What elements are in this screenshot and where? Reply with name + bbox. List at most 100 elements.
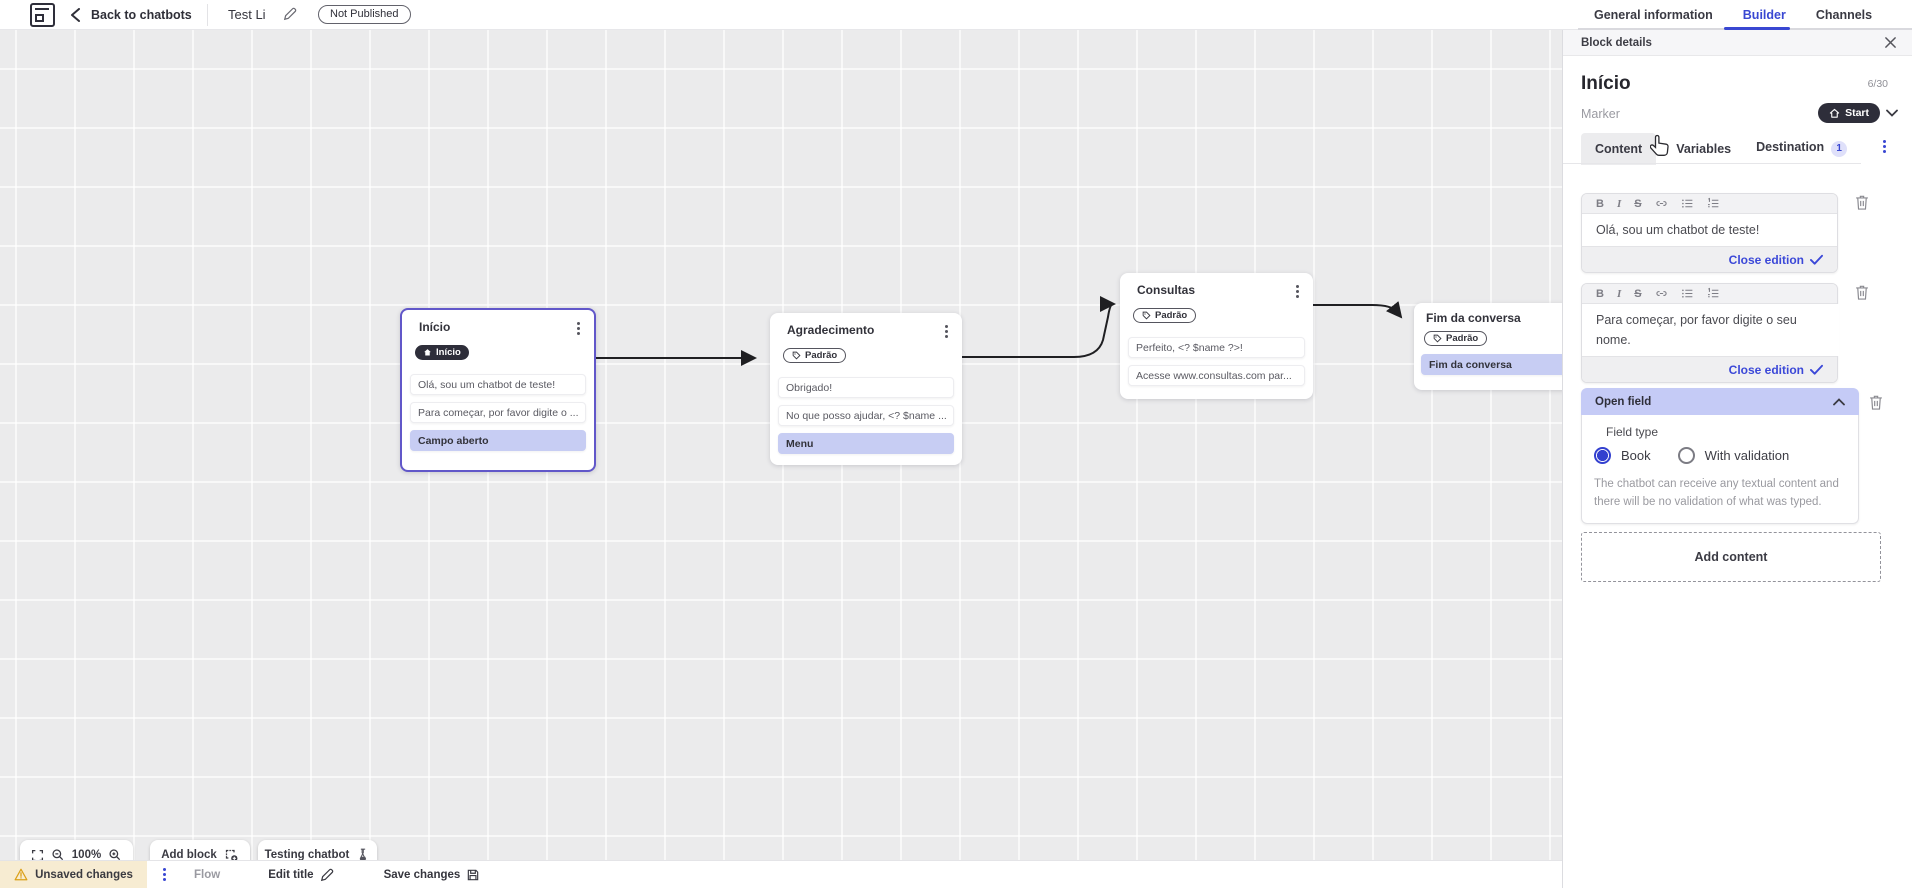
active-tab-underline [1724,27,1790,30]
flow-block-agradecimento[interactable]: Agradecimento Padrão Obrigado! No que po… [770,313,962,465]
name-char-counter: 6/30 [1867,78,1888,90]
italic-button[interactable]: I [1616,287,1622,300]
panel-tab-content[interactable]: Content [1581,132,1657,165]
block-content-item[interactable]: Perfeito, <? $name ?>! [1128,337,1305,358]
numbered-list-button[interactable] [1707,197,1720,210]
delete-content-icon[interactable] [1854,284,1870,301]
testing-chatbot-button[interactable]: Testing chatbot [258,840,377,860]
close-edition-button[interactable]: Close edition [1728,362,1804,377]
radio-book-label[interactable]: Book [1621,448,1651,463]
editor-toolbar: B I S [1582,284,1837,304]
radio-with-validation[interactable] [1677,447,1695,464]
flow-canvas[interactable]: Início Início Olá, sou um chatbot de tes… [0,30,1562,860]
numbered-list-button[interactable] [1707,287,1720,300]
edit-title-button[interactable]: Edit title [268,868,333,882]
strikethrough-button[interactable]: S [1634,287,1642,300]
block-end-item[interactable]: Fim da conversa [1421,354,1562,375]
delete-content-icon[interactable] [1854,194,1870,211]
open-field-header[interactable]: Open field [1581,388,1859,415]
close-panel-icon[interactable] [1884,36,1897,49]
radio-book[interactable] [1594,447,1611,464]
back-label: Back to chatbots [91,8,192,22]
fit-screen-icon[interactable] [31,849,44,860]
home-icon [1829,108,1840,118]
tag-pill: Padrão [1424,331,1488,346]
editor-text[interactable]: Para começar, por favor digite o seu nom… [1582,304,1839,356]
destination-count-badge: 1 [1831,141,1848,157]
tab-channels[interactable]: Channels [1815,7,1873,22]
block-title: Fim da conversa [1426,311,1521,325]
builder-nav-tabs: General information Builder Channels [1594,0,1872,29]
zoom-toolbar: 100% [20,840,133,860]
top-bar: Back to chatbots Test Li Not Published G… [0,0,1912,30]
chatbot-title: Test Li [228,7,266,22]
warning-icon [14,868,28,881]
block-content-item[interactable]: Olá, sou um chatbot de teste! [410,374,586,395]
tab-builder[interactable]: Builder [1742,7,1786,22]
bullet-list-button[interactable] [1681,197,1694,210]
bold-button[interactable]: B [1596,287,1604,300]
open-field-card: Open field Field type Book With validati… [1581,388,1859,524]
block-menu-item[interactable]: Menu [778,433,954,454]
editor-text[interactable]: Olá, sou um chatbot de teste! [1582,214,1837,246]
link-button[interactable] [1655,287,1668,300]
tab-general-information[interactable]: General information [1594,7,1713,22]
marker-label: Marker [1581,107,1620,121]
start-marker-pill: Início [415,345,469,360]
block-content-item[interactable]: Acesse www.consultas.com par... [1128,365,1305,386]
panel-tabs-menu-icon[interactable] [1883,140,1886,153]
close-edition-button[interactable]: Close edition [1728,252,1804,267]
flow-block-consultas[interactable]: Consultas Padrão Perfeito, <? $name ?>! … [1120,273,1313,399]
content-editor-2: B I S Para começar, por favor digite o s… [1581,283,1839,383]
add-block-label: Add block [161,849,217,860]
status-badge: Not Published [318,5,411,24]
panel-tabs-divider [1563,163,1861,164]
save-changes-button[interactable]: Save changes [384,868,481,882]
block-menu-icon[interactable] [941,323,952,340]
editor-toolbar: B I S [1582,194,1837,214]
add-block-icon [224,848,239,860]
block-menu-icon[interactable] [1292,283,1303,300]
block-title: Consultas [1137,283,1196,297]
chevron-down-icon[interactable] [1886,109,1898,117]
block-details-panel: Block details Início 6/30 Marker Start C… [1562,30,1912,888]
block-content-item[interactable]: No que posso ajudar, <? $name ... [778,405,954,426]
flow-block-fim-da-conversa[interactable]: Fim da conversa Padrão Fim da conversa [1414,303,1562,390]
radio-with-validation-label[interactable]: With validation [1704,448,1790,463]
content-editor-1: B I S Olá, sou um chatbot de teste! Clos… [1581,193,1838,273]
testing-chatbot-label: Testing chatbot [264,849,350,860]
bold-button[interactable]: B [1596,197,1604,210]
italic-button[interactable]: I [1616,197,1622,210]
zoom-out-icon[interactable] [51,848,65,860]
flow-block-inicio[interactable]: Início Início Olá, sou um chatbot de tes… [400,308,596,472]
pencil-icon [320,868,333,881]
connection-lines [596,296,1403,366]
block-content-item[interactable]: Obrigado! [778,377,954,398]
panel-tab-variables[interactable]: Variables [1676,141,1732,156]
statusbar-menu-icon[interactable] [163,868,166,881]
check-icon [1810,364,1823,375]
back-to-chatbots-button[interactable]: Back to chatbots [70,0,192,30]
marker-start-pill[interactable]: Start [1818,103,1880,123]
edit-title-pencil-icon[interactable] [283,7,297,21]
panel-title: Block details [1581,36,1652,49]
tag-pill: Padrão [783,348,847,363]
tag-icon [792,351,801,360]
tag-pill: Padrão [1133,308,1197,323]
chevron-left-icon [70,8,81,22]
bullet-list-button[interactable] [1681,287,1694,300]
block-field-item[interactable]: Campo aberto [410,430,586,451]
strikethrough-button[interactable]: S [1634,197,1642,210]
block-content-item[interactable]: Para começar, por favor digite o ... [410,402,586,423]
add-content-button[interactable]: Add content [1581,532,1881,582]
block-menu-icon[interactable] [573,320,584,337]
flask-icon [356,848,370,860]
link-button[interactable] [1655,197,1668,210]
add-block-button[interactable]: Add block [150,840,250,860]
block-name-field[interactable]: Início [1581,73,1631,94]
flow-label[interactable]: Flow [194,868,221,881]
chevron-up-icon [1833,397,1845,405]
zoom-in-icon[interactable] [108,848,122,860]
delete-open-field-icon[interactable] [1868,394,1884,411]
